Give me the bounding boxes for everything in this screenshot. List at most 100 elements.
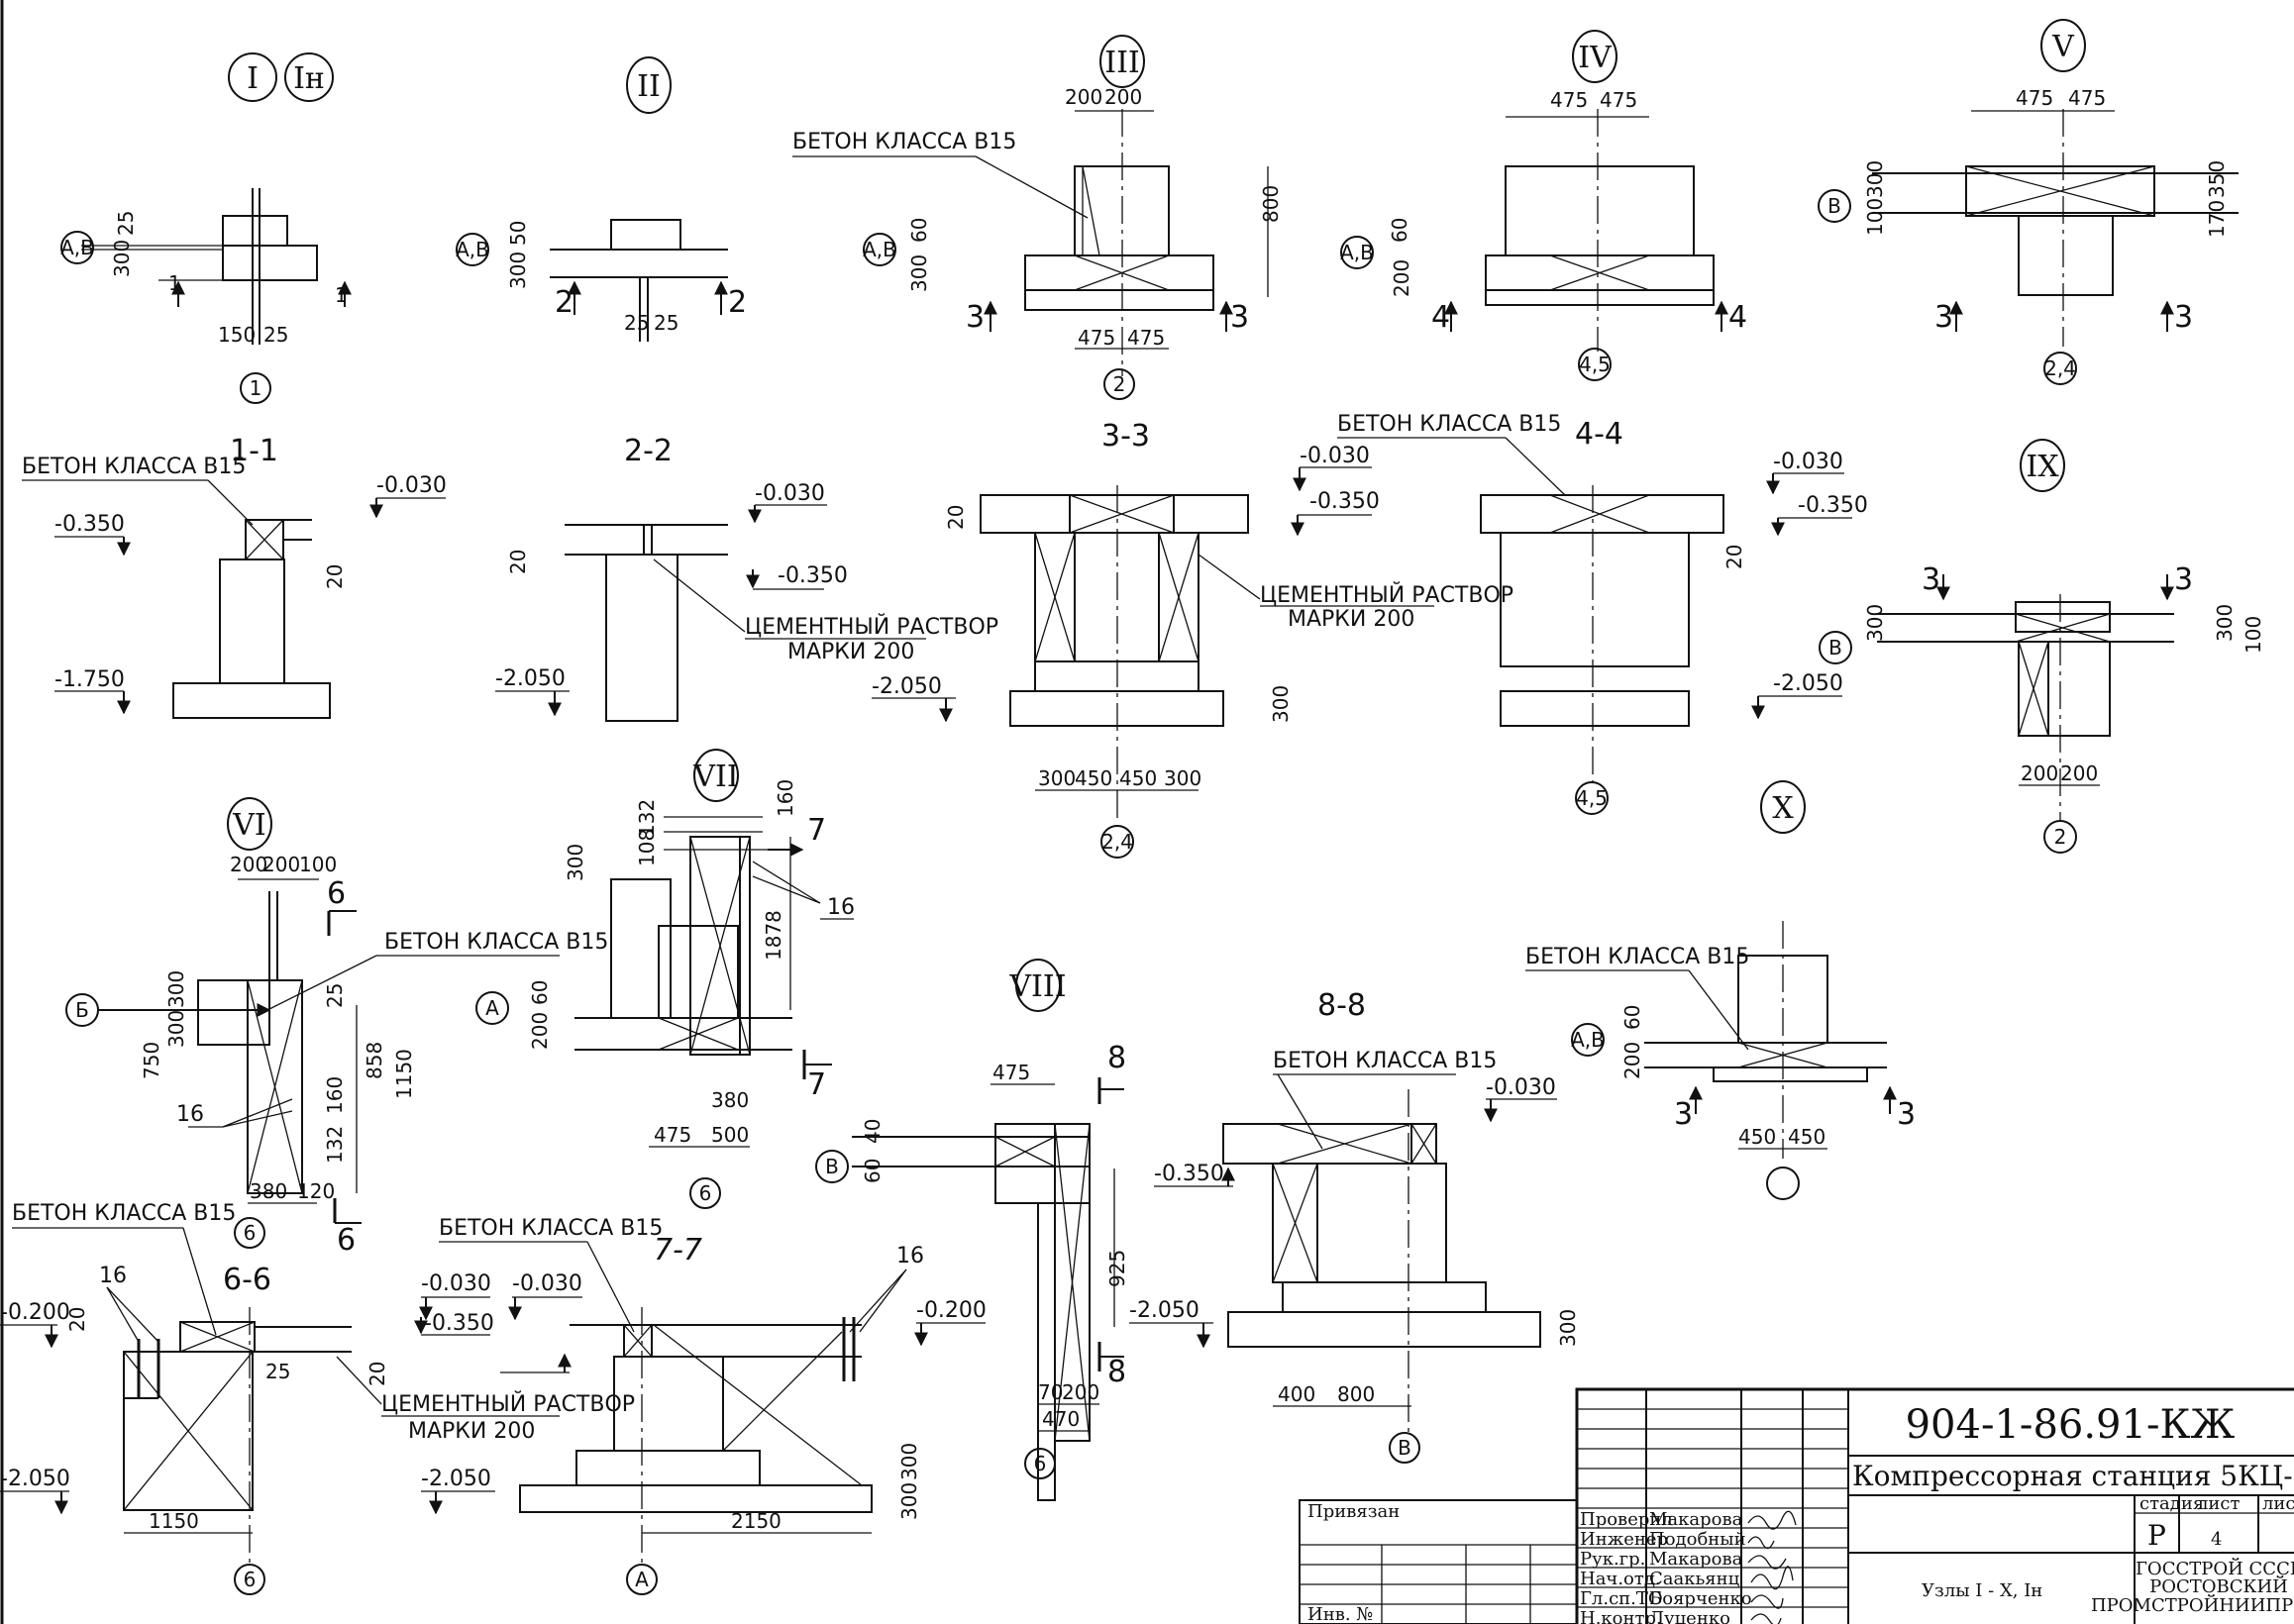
concrete-note-11: БЕТОН КЛАССА В15: [22, 455, 246, 479]
dim-150: 150: [218, 323, 256, 347]
attached-label: Привязан: [1307, 1501, 1400, 1522]
dim-475-b: 475: [1127, 326, 1165, 350]
node-II: II А,В 300 50 2 2 25 25: [456, 56, 747, 342]
dim-70: 70: [1038, 1380, 1063, 1404]
name-4: Боярченко: [1649, 1588, 1752, 1609]
mark-3b: 3: [1230, 300, 1249, 335]
level-0350-4: -0.350: [1798, 493, 1868, 518]
level-0030-77: -0.030: [512, 1271, 582, 1296]
dim-300-ix: 300: [1863, 604, 1887, 642]
mark-3: 3: [966, 300, 985, 335]
rebar-16-vii: 16: [827, 895, 855, 920]
level-0350-3: -0.350: [1309, 489, 1380, 514]
dim-60-vii: 60: [528, 980, 552, 1005]
mark-3ix: 3: [1922, 562, 1940, 597]
dim-60: 60: [907, 218, 931, 243]
axis-1-label: 1: [250, 376, 262, 400]
mortar-note-2: МАРКИ 200: [787, 640, 914, 664]
dim-20-66b: 20: [365, 1362, 389, 1386]
sheets-label: листов: [2262, 1493, 2294, 1514]
dim-300-vi: 300: [164, 970, 188, 1008]
mortar-note-66a: ЦЕМЕНТНЫЙ РАСТВОР: [381, 1391, 635, 1417]
section-1-1: 1-1 БЕТОН КЛАССА В15 -0.030 -0.350 20 -1…: [22, 434, 447, 719]
concrete-note-III: БЕТОН КЛАССА В15: [792, 130, 1016, 154]
axis-AB-label-3: А,В: [863, 238, 896, 261]
dim-40: 40: [861, 1119, 885, 1144]
dim-20-4: 20: [1722, 545, 1746, 569]
dim-475-a: 475: [1078, 326, 1115, 350]
node-III-label: III: [1104, 46, 1140, 80]
dim-200-viii: 200: [1062, 1380, 1099, 1404]
axis-A-label: А: [485, 996, 499, 1020]
level-1750: -1.750: [54, 667, 125, 692]
dim-60-x: 60: [1620, 1005, 1644, 1030]
level-0200-77: -0.200: [916, 1298, 987, 1323]
dim-50: 50: [506, 221, 530, 246]
section-8-8: 8-8 БЕТОН КЛАССА В15 -0.030 -0.350 -2.05…: [1129, 988, 1580, 1464]
axis-6-label-vii: 6: [699, 1181, 712, 1205]
name-5: Луценко: [1649, 1608, 1730, 1624]
dim-475-e: 475: [2016, 86, 2053, 110]
dim-300-v: 300: [1863, 160, 1887, 198]
dim-25-vi: 25: [323, 983, 347, 1008]
dim-300-33: 300: [1269, 685, 1293, 723]
dim-25-66: 25: [265, 1360, 290, 1383]
node-VII-label: VII: [692, 760, 738, 794]
rebar-16-66: 16: [99, 1264, 127, 1288]
level-2050-66: -2.050: [0, 1467, 70, 1491]
node-IV: IV 475 475 А,В 200 60 4 4 4,5: [1340, 30, 1747, 381]
name-3: Саакьянц: [1649, 1569, 1740, 1589]
mark-3xb: 3: [1897, 1097, 1916, 1132]
signature-1: [1747, 1536, 1775, 1550]
mark-6: 6: [327, 876, 346, 911]
mark-7b: 7: [807, 1067, 826, 1102]
dim-120: 120: [297, 1179, 335, 1203]
dim-800: 800: [1259, 185, 1283, 223]
mark-4b: 4: [1728, 300, 1747, 335]
dim-475-viii: 475: [992, 1061, 1030, 1084]
role-4: Гл.сп.ТО: [1580, 1588, 1663, 1609]
role-1: Инженер: [1580, 1529, 1668, 1550]
axis-6-label-66: 6: [244, 1568, 257, 1591]
dim-100: 100: [1863, 198, 1887, 236]
name-2: Макарова: [1649, 1549, 1743, 1570]
dim-1150-66: 1150: [149, 1509, 199, 1533]
level-0030-3: -0.030: [1300, 444, 1370, 468]
level-2050-3: -2.050: [872, 674, 942, 699]
project-name: Компрессорная станция 5КЦ-160АС: [1852, 1460, 2294, 1492]
dim-25-2: 25: [624, 311, 649, 335]
node-X: X БЕТОН КЛАССА В15 А,В 200 60 3 3 450 45…: [1525, 780, 1916, 1200]
axis-AB-label-4: А,В: [1340, 241, 1374, 264]
dim-450-a: 450: [1075, 766, 1112, 790]
dim-300-vii: 300: [564, 844, 587, 881]
section-4-4: 4-4 БЕТОН КЛАССА В15 -0.030 -0.350 20 -2…: [1337, 412, 1868, 815]
dim-380: 380: [250, 1179, 287, 1203]
level-0200: -0.200: [0, 1300, 70, 1325]
dim-20-2: 20: [506, 550, 530, 574]
level-0350-2: -0.350: [778, 563, 848, 588]
dim-100-ix: 100: [2242, 616, 2265, 654]
org-line-2: РОСТОВСКИЙ: [2149, 1574, 2288, 1597]
node-V-label: V: [2051, 30, 2075, 64]
section-6-6: БЕТОН КЛАССА В15 6-6 16 -0.200 20 -0.030…: [0, 1201, 635, 1595]
signature-4: [1750, 1594, 1784, 1609]
dim-350: 350: [2205, 160, 2229, 198]
dim-450-b: 450: [1119, 766, 1157, 790]
node-I-label: I: [247, 61, 259, 96]
dim-800-88: 800: [1337, 1382, 1375, 1406]
dim-200-b: 200: [1104, 85, 1142, 109]
dim-750: 750: [140, 1042, 163, 1079]
section-2-2: 2-2 -0.030 -0.350 20 ЦЕМЕНТНЫЙ РАСТВОР М…: [495, 434, 998, 722]
dim-200-x: 200: [1620, 1042, 1644, 1079]
dim-500: 500: [711, 1123, 749, 1147]
concrete-note-VI: БЕТОН КЛАССА В15: [384, 930, 608, 955]
node-VI: VI 200 200 100 Б 300 300 750 858 1150 25…: [65, 797, 608, 1258]
dim-475-f: 475: [2068, 86, 2106, 110]
axis-24b-label: 2,4: [1101, 830, 1133, 854]
dim-200-ix2: 200: [2060, 761, 2098, 785]
dim-60-viii: 60: [861, 1159, 885, 1183]
dim-450-x2: 450: [1788, 1125, 1825, 1149]
mark-7: 7: [807, 813, 826, 848]
role-2: Рук.гр.: [1580, 1549, 1645, 1570]
mark-3vb: 3: [2174, 300, 2193, 335]
